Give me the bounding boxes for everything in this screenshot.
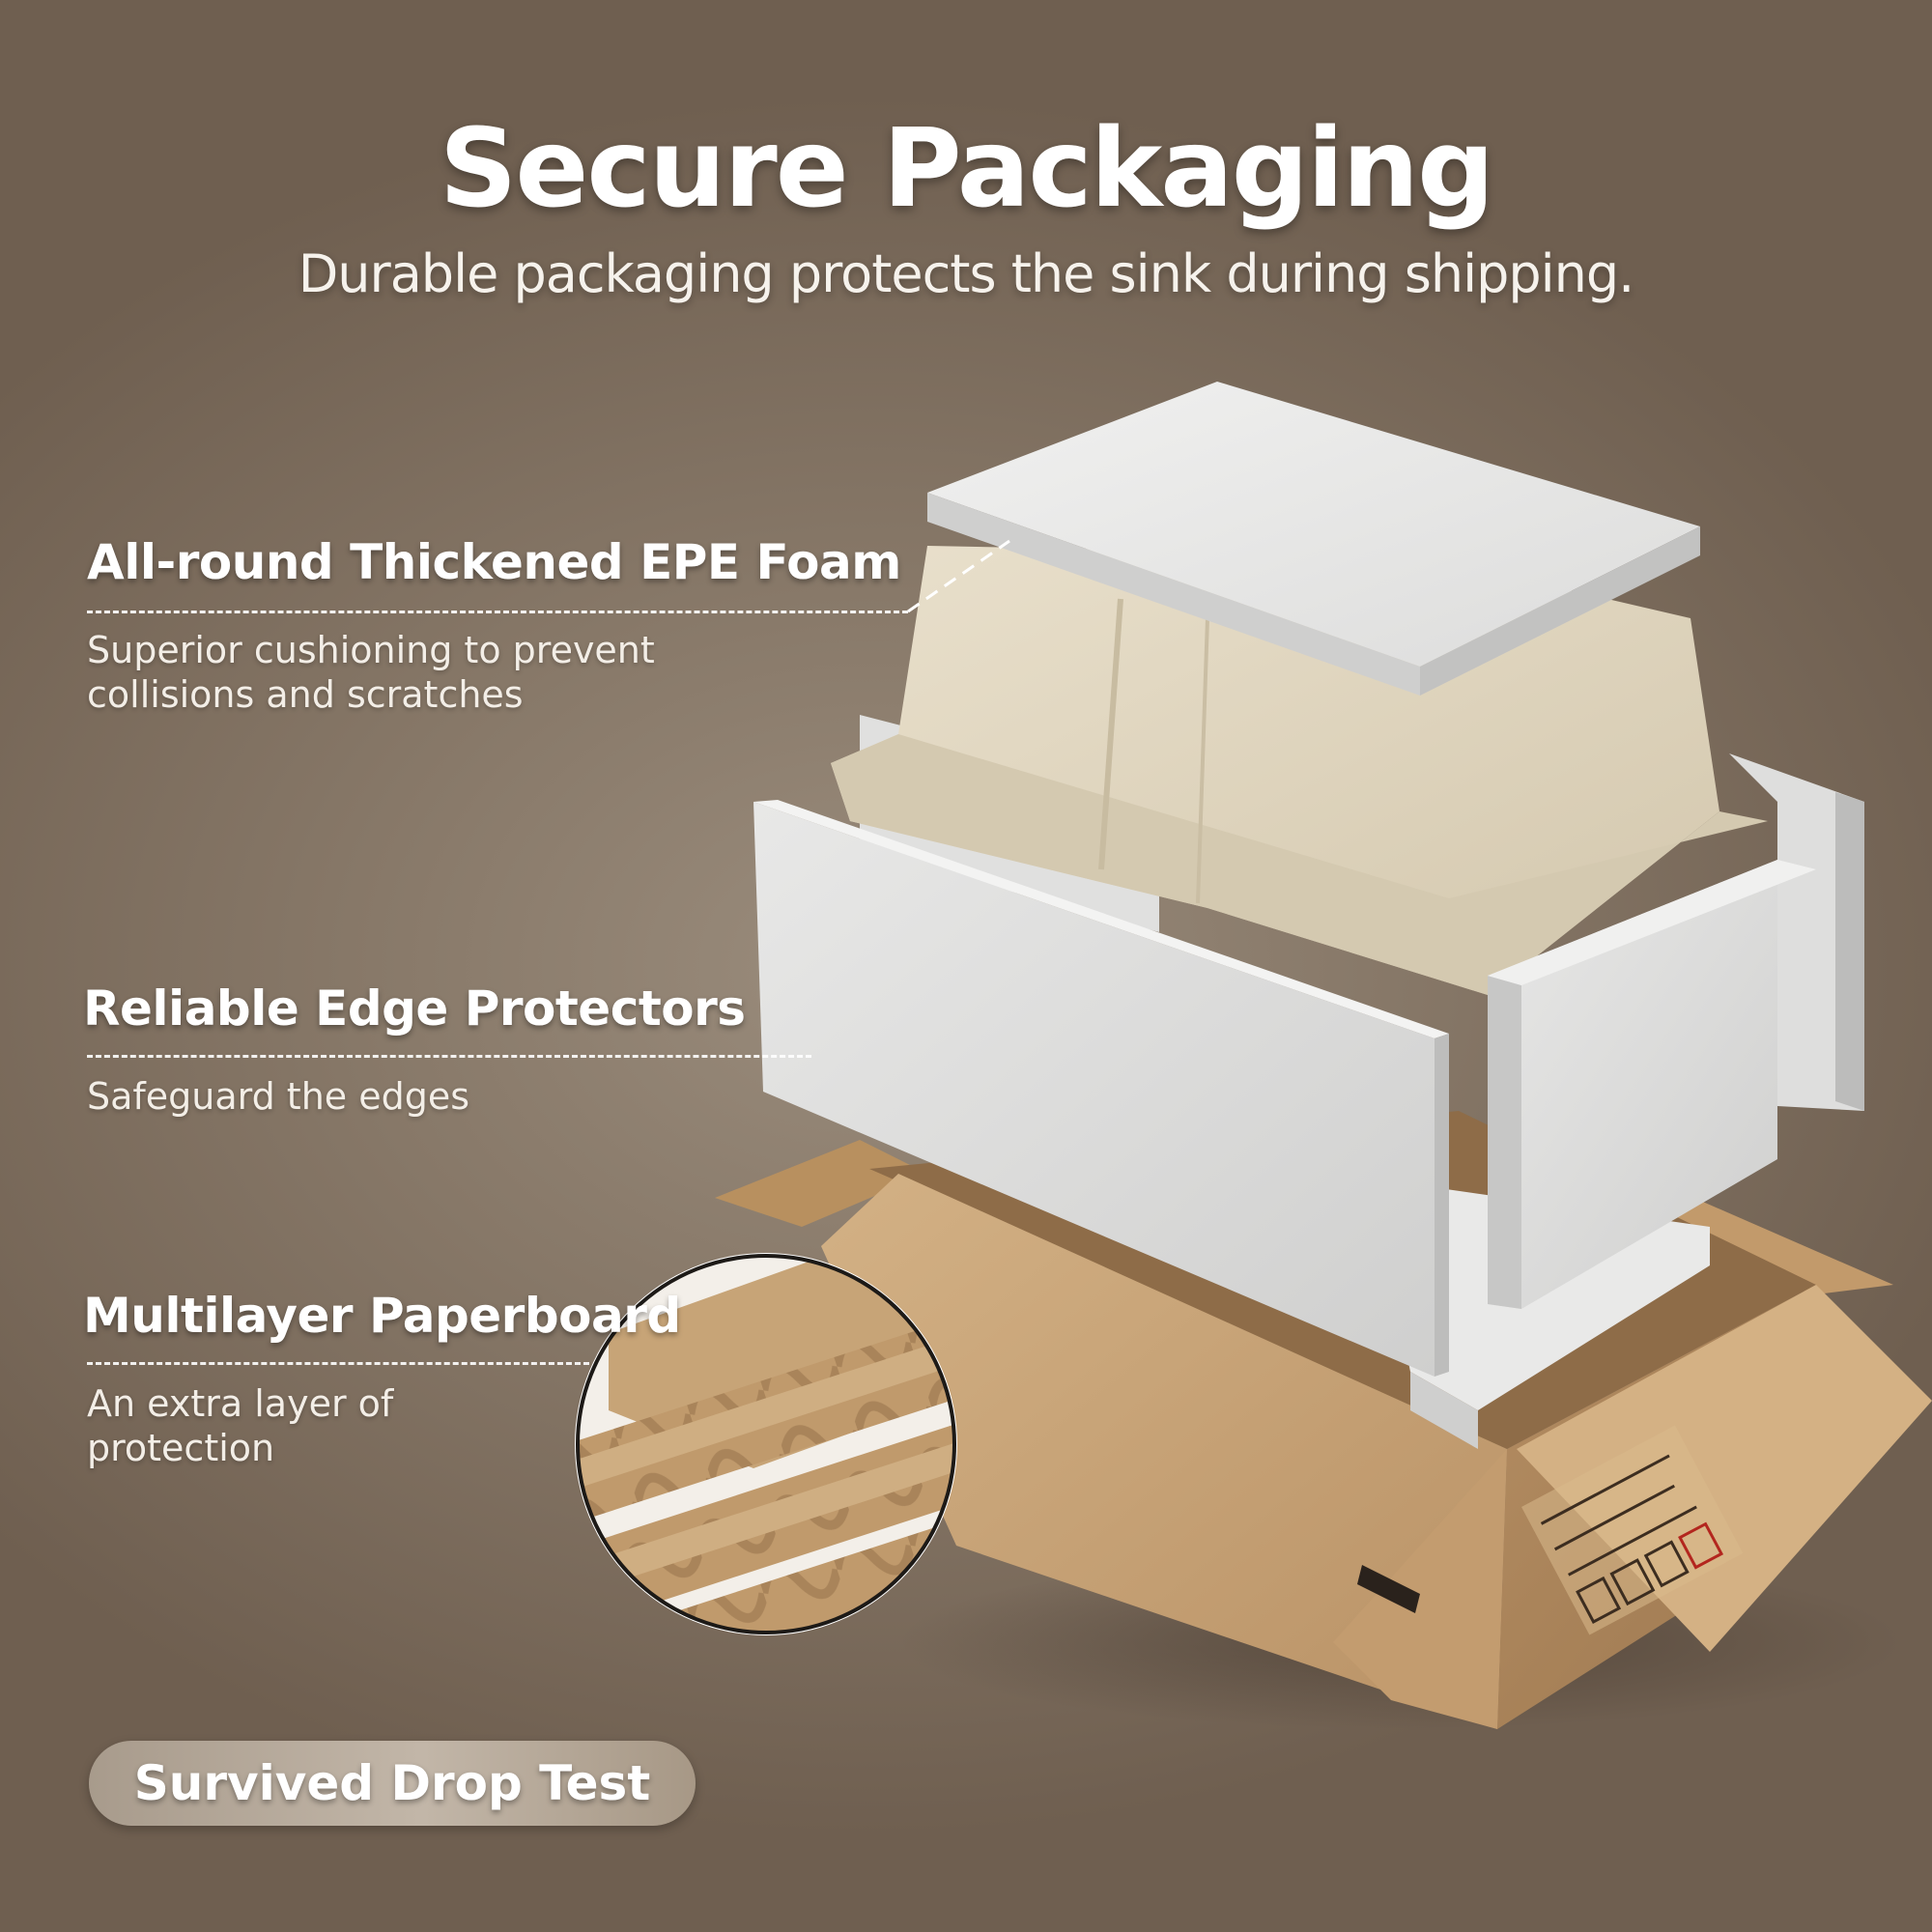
feature-paperboard-desc: An extra layer of protection	[87, 1381, 705, 1470]
sink-basin	[831, 546, 1768, 995]
left-foam-protector	[753, 800, 1449, 1377]
feature-epe-foam-desc-line1: Superior cushioning to prevent	[87, 629, 655, 671]
feature-edge-protectors-desc: Safeguard the edges	[87, 1074, 705, 1119]
paperboard-magnifier	[575, 1253, 957, 1635]
feature-edge-protectors-title: Reliable Edge Protectors	[83, 980, 746, 1037]
feature-paperboard-title: Multilayer Paperboard	[83, 1288, 681, 1344]
feature-paperboard-desc-line2: protection	[87, 1427, 275, 1469]
drop-test-badge-label: Survived Drop Test	[133, 1755, 651, 1811]
feature-paperboard-divider	[87, 1362, 589, 1365]
feature-paperboard-desc-line1: An extra layer of	[87, 1382, 394, 1425]
top-foam-lid	[927, 382, 1700, 696]
page-subtitle: Durable packaging protects the sink duri…	[298, 243, 1635, 304]
drop-test-badge: Survived Drop Test	[89, 1741, 696, 1826]
feature-edge-protectors-desc-line1: Safeguard the edges	[87, 1075, 470, 1118]
right-foam-protector	[1488, 860, 1816, 1309]
feature-epe-foam-divider	[87, 611, 908, 613]
back-right-foam-panel	[1729, 753, 1864, 1111]
page-title: Secure Packaging	[439, 106, 1495, 232]
feature-edge-protectors-divider	[87, 1055, 811, 1058]
feature-epe-foam-desc: Superior cushioning to prevent collision…	[87, 628, 705, 717]
box-shipping-label	[1521, 1425, 1744, 1635]
feature-epe-foam-desc-line2: collisions and scratches	[87, 673, 524, 716]
feature-epe-foam-title: All-round Thickened EPE Foam	[87, 534, 901, 590]
